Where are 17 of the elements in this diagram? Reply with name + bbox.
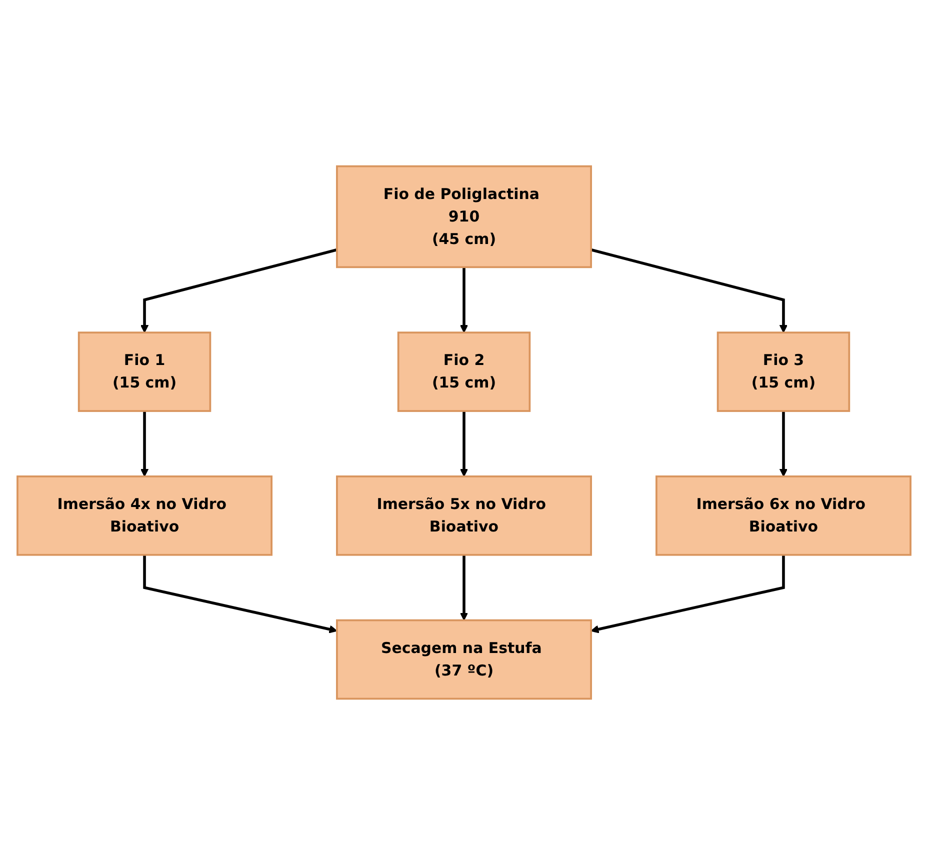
arrow xyxy=(779,411,788,477)
arrow xyxy=(143,554,338,634)
node-box: Fio 2 (15 cm) xyxy=(397,332,531,412)
node-box: Imersão 5x no Vidro Bioativo xyxy=(336,475,592,556)
node-box: Fio de Poliglactina 910 (45 cm) xyxy=(336,165,592,268)
arrow xyxy=(590,248,788,333)
arrow xyxy=(460,267,468,333)
node-box: Secagem na Estufa (37 ºC) xyxy=(336,619,592,700)
arrow xyxy=(140,248,338,333)
arrow xyxy=(460,411,468,477)
node-box: Fio 1 (15 cm) xyxy=(78,332,212,412)
node-box: Fio 3 (15 cm) xyxy=(716,332,850,412)
node-box: Imersão 6x no Vidro Bioativo xyxy=(656,475,912,556)
node-box: Imersão 4x no Vidro Bioativo xyxy=(16,475,272,556)
arrow xyxy=(460,554,468,621)
arrow xyxy=(590,554,785,634)
arrow xyxy=(140,411,149,477)
